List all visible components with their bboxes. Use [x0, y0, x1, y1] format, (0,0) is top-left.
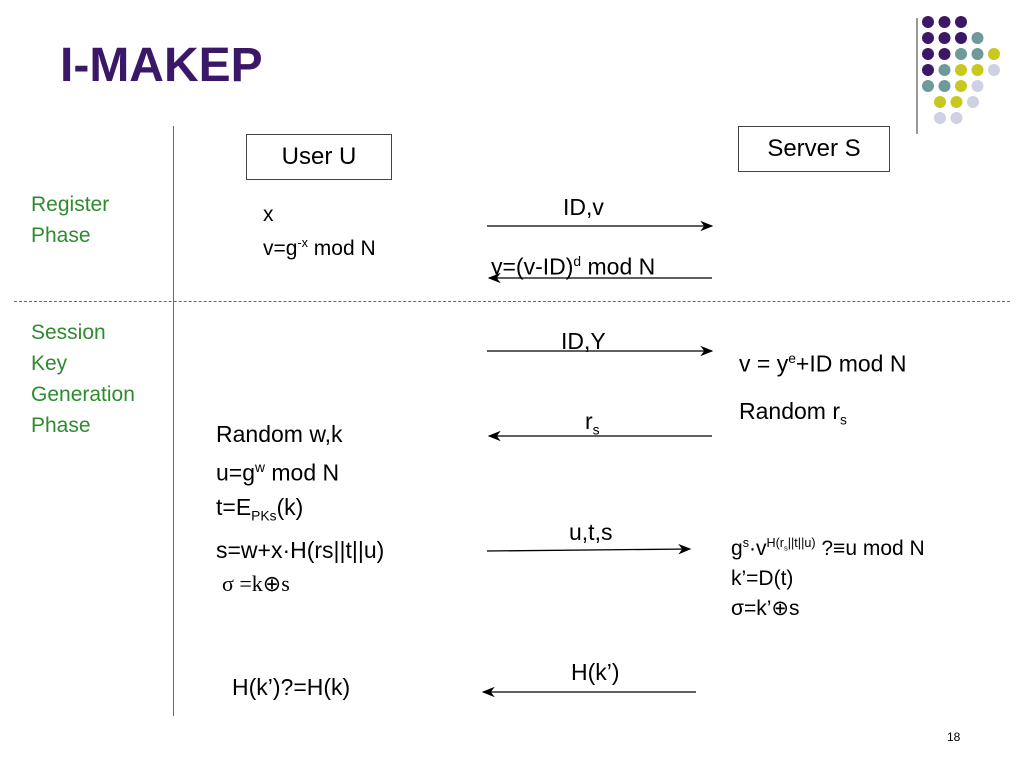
phase-divider: [14, 301, 1010, 302]
server-v-eq: v = ye+ID mod N: [739, 350, 907, 377]
server-verify-block: gs·vH(rs||t||u) ?≡u mod N k’=D(t) σ=k’⊕s: [731, 528, 925, 624]
server-k-eq: k’=D(t): [731, 567, 794, 590]
phase-label-line: Phase: [31, 414, 91, 437]
decorative-dot: [955, 80, 967, 92]
server-random-rs: Random rs: [739, 398, 847, 428]
user-sigma-eq: σ =k⊕s: [222, 571, 290, 597]
msg-id-y: ID,Y: [561, 328, 606, 354]
decorative-dot: [971, 32, 984, 44]
decorative-dot: [967, 96, 979, 108]
decorative-dot: [922, 16, 934, 28]
decorative-dot: [934, 112, 946, 124]
decorative-dot: [950, 96, 963, 108]
phase-label-line: Generation: [31, 383, 135, 406]
server-verify-eq: gs·vH(rs||t||u) ?≡u mod N: [731, 536, 925, 560]
arrow-right-uts: [486, 543, 692, 555]
decorative-dot: [971, 48, 984, 60]
user-random-wk: Random w,k: [216, 421, 343, 447]
decorative-dot: [955, 32, 967, 44]
msg-y: y=(v-ID)d mod N: [491, 253, 656, 280]
decorative-dot: [938, 64, 951, 76]
user-box: User U: [246, 134, 392, 180]
decorative-dot: [955, 48, 967, 60]
decorative-dot: [955, 16, 967, 28]
user-hk-check: H(k’)?=H(k): [232, 674, 351, 700]
decorative-dot: [955, 64, 967, 76]
user-s-eq: s=w+x·H(rs||t||u): [216, 537, 385, 564]
phase-label-line: Key: [31, 352, 68, 375]
slide-title: I-MAKEP: [60, 39, 263, 92]
decorative-rule: [916, 18, 918, 134]
decorative-dot-grid: [922, 16, 1000, 124]
phase-label-line: Session: [31, 321, 106, 344]
decorative-dot: [922, 80, 934, 92]
server-box: Server S: [738, 126, 890, 172]
decorative-dot: [922, 48, 934, 60]
decorative-dot: [971, 80, 984, 92]
phase-label-line: Register: [31, 193, 110, 216]
vertical-divider: [173, 126, 174, 716]
decorative-dot: [950, 112, 963, 124]
user-session-block: Random w,k u=gw mod N t=EPKs(k) s=w+x·H(…: [216, 417, 384, 601]
session-phase-label: Session Key Generation Phase: [31, 317, 135, 441]
decorative-dot: [938, 32, 951, 44]
page-number: 18: [947, 730, 961, 744]
user-u-eq: u=gw mod N: [216, 459, 340, 486]
msg-rs: rs: [585, 408, 600, 438]
msg-hk: H(k’): [571, 659, 620, 685]
register-phase-label: Register Phase: [31, 189, 109, 251]
user-t-eq: t=EPKs(k): [216, 493, 304, 524]
decorative-dot: [922, 32, 934, 44]
msg-uts: u,t,s: [569, 519, 613, 545]
msg-id-v: ID,v: [563, 194, 604, 220]
phase-label-line: Phase: [31, 224, 91, 247]
decorative-dot: [988, 48, 1000, 60]
decorative-dot: [922, 64, 934, 76]
register-user-x: x: [263, 203, 274, 226]
decorative-dot: [988, 64, 1000, 76]
register-user-v: v=g-x mod N: [263, 236, 376, 260]
decorative-dot: [938, 80, 951, 92]
server-sigma-eq: σ=k’⊕s: [731, 597, 800, 620]
decorative-dot: [934, 96, 946, 108]
decorative-dot: [938, 48, 951, 60]
decorative-dot: [971, 64, 984, 76]
decorative-dot: [938, 16, 951, 28]
